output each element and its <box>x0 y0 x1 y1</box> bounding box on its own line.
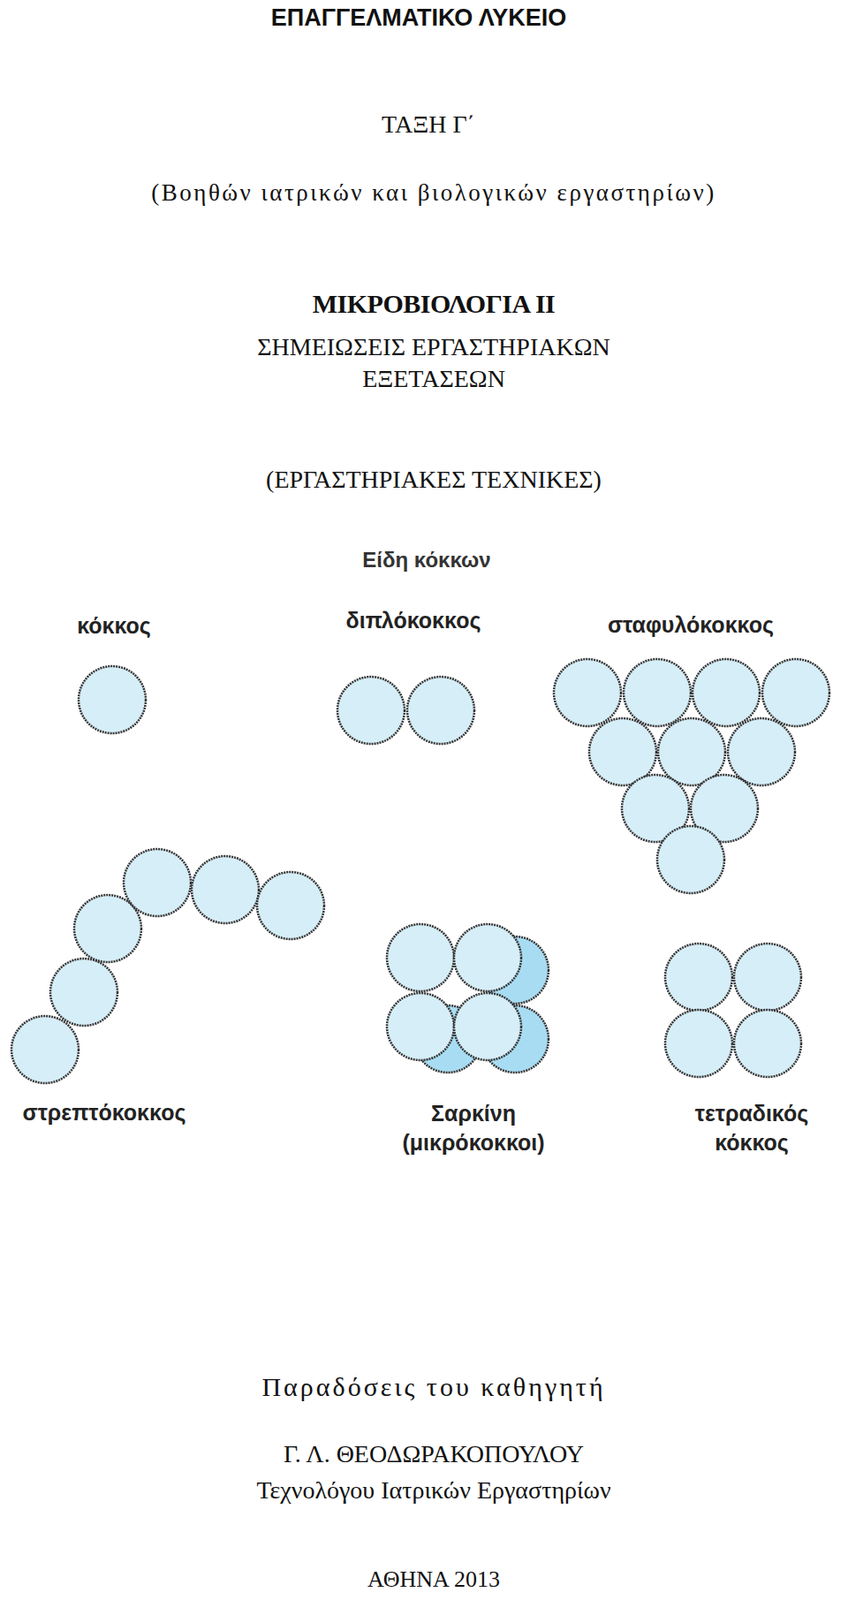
staphylococcus-cluster <box>553 658 830 894</box>
coccus-label: τετραδικός κόκκος <box>663 1098 841 1157</box>
coccus-label: Σαρκίνη (μικρόκοκκοι) <box>380 1098 567 1157</box>
coccus-label: διπλόκοκκος <box>298 605 529 636</box>
subject-title: ΜΙΚΡΟΒΙΟΛΟΓΙΑ ΙΙ <box>124 286 743 321</box>
notes-title: ΣΗΜΕΙΩΣΕΙΣ ΕΡΓΑΣΤΗΡΙΑΚΩΝ ΕΞΕΤΑΣΕΩΝ <box>204 331 664 396</box>
coccus-label: σταφυλόκοκκος <box>558 610 824 640</box>
coccus-label: στρεπτόκοκκος <box>3 1097 205 1128</box>
diplococcus-cell <box>337 676 405 744</box>
coccus-label: κόκκος <box>16 611 212 641</box>
course-subtitle: (Βοηθών ιατρικών και βιολογικών εργαστηρ… <box>36 177 832 209</box>
notes-subtitle: (ΕΡΓΑΣΤΗΡΙΑΚΕΣ ΤΕΧΝΙΚΕΣ) <box>124 463 743 496</box>
class-label: ΤΑΞΗ Γ΄ <box>295 108 561 141</box>
streptococcus-chain <box>11 848 325 1083</box>
author-name: Γ. Λ. ΘΕΟΔΩΡΑΚΟΠΟΥΛΟΥ <box>124 1438 743 1470</box>
coccus-cell <box>78 666 146 734</box>
author-title: Τεχνολόγου Ιατρικών Εργαστηρίων <box>80 1474 788 1507</box>
place-date: ΑΘΗΝΑ 2013 <box>257 1564 611 1595</box>
author-intro: Παραδόσεις του καθηγητή <box>80 1369 788 1404</box>
diplococcus-cell <box>407 676 475 744</box>
sarcina-cube <box>386 923 549 1073</box>
page-heading: ΕΠΑΓΓΕΛΜΑΤΙΚΟ ΛΥΚΕΙΟ <box>153 2 684 34</box>
figure-heading: Είδη κόκκων <box>249 545 604 574</box>
tetrad-cluster <box>665 943 802 1077</box>
